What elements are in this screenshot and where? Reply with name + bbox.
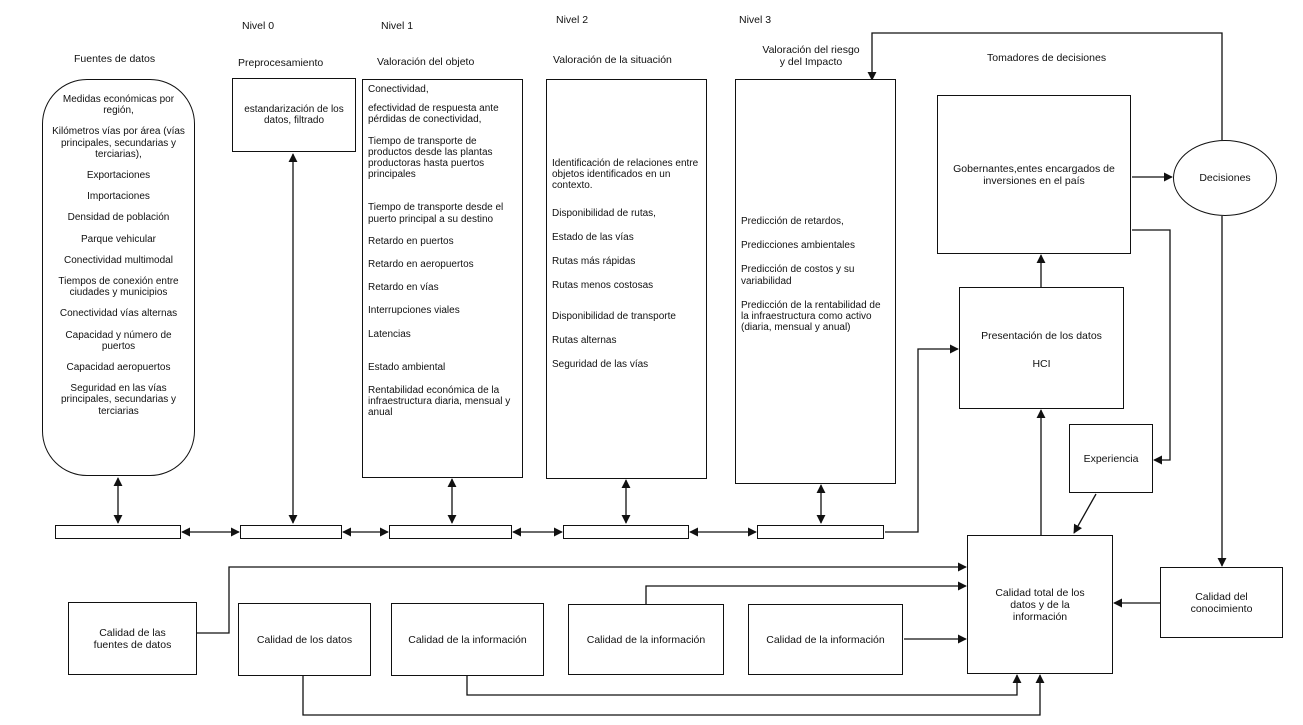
objeto-item: Retardo en aeropuertos — [368, 259, 474, 271]
situacion-item: Seguridad de las vías — [552, 358, 649, 370]
calidad-informacion-box-2: Calidad de la información — [568, 604, 724, 675]
situacion-item: Identificación de relaciones entre objet… — [552, 158, 699, 192]
fuentes-item: Exportaciones — [86, 170, 151, 182]
fuentes-item: Importaciones — [87, 191, 150, 203]
valoracion-riesgo-box: Predicción de retardos, Predicciones amb… — [735, 79, 896, 484]
riesgo-item: Predicción de retardos, — [741, 216, 844, 227]
valoracion-riesgo-header-line2: y del Impacto — [779, 56, 843, 68]
fuentes-item: Seguridad en las vías principales, secun… — [60, 383, 177, 417]
valoracion-objeto-header: Valoración del objeto — [377, 56, 475, 68]
bar-fuentes — [55, 525, 181, 539]
valoracion-objeto-box: Conectividad, efectividad de respuesta a… — [362, 79, 523, 478]
situacion-item: Rutas alternas — [552, 334, 617, 346]
calidad-fuentes-box: Calidad de las fuentes de datos — [68, 602, 197, 675]
valoracion-situacion-header: Valoración de la situación — [553, 54, 672, 66]
gobernantes-box: Gobernantes,entes encargados de inversio… — [937, 95, 1131, 254]
fuentes-box: Medidas económicas por región, Kilómetro… — [42, 79, 195, 476]
calidad-informacion-box-3: Calidad de la información — [748, 604, 903, 675]
fuentes-item: Capacidad aeropuertos — [66, 362, 171, 374]
level-3-label: Nivel 3 — [739, 14, 772, 26]
situacion-item: Rutas menos costosas — [552, 280, 654, 292]
level-2-label: Nivel 2 — [556, 14, 589, 26]
objeto-item: Retardo en vías — [368, 282, 439, 294]
decisiones-ellipse: Decisiones — [1173, 140, 1277, 216]
riesgo-item: Predicción de la rentabilidad de la infr… — [741, 299, 881, 334]
experiencia-box: Experiencia — [1069, 424, 1153, 493]
fuentes-item: Capacidad y número de puertos — [65, 329, 172, 352]
objeto-item: Retardo en puertos — [368, 235, 454, 247]
situacion-item: Disponibilidad de rutas, — [552, 207, 656, 219]
calidad-conocimiento-box: Calidad del conocimiento — [1160, 567, 1283, 638]
objeto-item: Rentabilidad económica de la infraestruc… — [368, 385, 511, 419]
valoracion-riesgo-header: Valoración del riesgo y del Impacto — [746, 44, 876, 68]
situacion-item: Rutas más rápidas — [552, 256, 636, 268]
level-0-label: Nivel 0 — [242, 20, 275, 32]
objeto-item: Interrupciones viales — [368, 305, 460, 317]
calidad-datos-box: Calidad de los datos — [238, 603, 371, 676]
objeto-item: Estado ambiental — [368, 361, 446, 373]
riesgo-item: Predicciones ambientales — [741, 240, 855, 252]
calidad-informacion-box-1: Calidad de la información — [391, 603, 544, 676]
fuentes-item: Conectividad vías alternas — [59, 308, 178, 320]
level-1-label: Nivel 1 — [381, 20, 414, 32]
preprocesamiento-box: estandarización de los datos, filtrado — [232, 78, 356, 152]
objeto-item: Tiempo de transporte de productos desde … — [368, 135, 493, 181]
bar-preprocesamiento — [240, 525, 342, 539]
fuentes-item: Medidas económicas por región, — [62, 94, 175, 117]
objeto-item: efectividad de respuesta ante pérdidas d… — [368, 103, 499, 126]
hci-label: HCI — [1032, 358, 1051, 370]
situacion-item: Estado de las vías — [552, 231, 634, 243]
bar-situacion — [563, 525, 689, 539]
situacion-item: Disponibilidad de transporte — [552, 311, 676, 323]
fuentes-header: Fuentes de datos — [74, 53, 156, 65]
objeto-item: Tiempo de transporte desde el puerto pri… — [368, 202, 504, 225]
fuentes-item: Parque vehicular — [80, 233, 157, 245]
objeto-item: Conectividad, — [368, 84, 429, 95]
fuentes-item: Conectividad multimodal — [64, 254, 173, 266]
fuentes-item: Tiempos de conexión entre ciudades y mun… — [58, 276, 179, 299]
riesgo-item: Predicción de costos y su variabilidad — [741, 264, 855, 287]
bar-objeto — [389, 525, 512, 539]
valoracion-situacion-box: Identificación de relaciones entre objet… — [546, 79, 707, 479]
objeto-item: Latencias — [368, 328, 411, 340]
presentacion-box: Presentación de los datos HCI — [959, 287, 1124, 409]
tomadores-header: Tomadores de decisiones — [987, 52, 1107, 64]
valoracion-riesgo-header-line1: Valoración del riesgo — [762, 44, 860, 56]
preprocesamiento-header: Preprocesamiento — [238, 57, 324, 69]
bar-riesgo — [757, 525, 884, 539]
calidad-total-box: Calidad total de los datos y de la infor… — [967, 535, 1113, 674]
fuentes-item: Kilómetros vías por área (vías principal… — [52, 126, 185, 160]
presentacion-label: Presentación de los datos — [981, 330, 1102, 342]
fuentes-item: Densidad de población — [67, 212, 170, 224]
